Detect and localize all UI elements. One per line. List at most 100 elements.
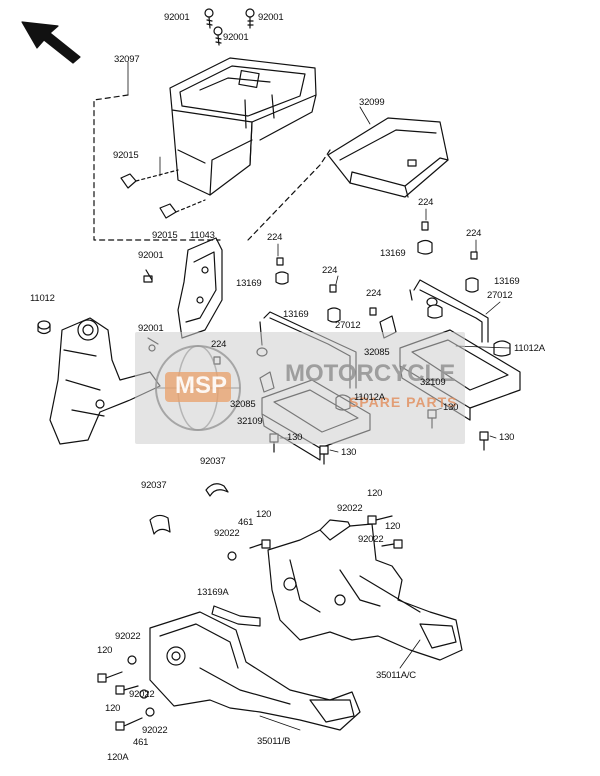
grommet-11012A-b	[493, 340, 511, 357]
watermark-brand-line2: SPARE PARTS	[349, 394, 458, 410]
top-bolt-right	[245, 8, 255, 29]
part-label: 461	[238, 517, 254, 528]
part-label: 13169	[380, 248, 406, 259]
part-label: 13169	[236, 278, 262, 289]
grommet-11012-c	[427, 304, 443, 319]
part-label: 92022	[337, 503, 363, 514]
part-label: 11043	[190, 230, 215, 241]
side-bracket	[177, 237, 223, 339]
part-label: 461	[133, 737, 149, 748]
part-label: 92022	[129, 689, 155, 700]
clip-upper	[120, 169, 179, 189]
washer-461-b	[145, 707, 155, 717]
grommet-224-e	[369, 307, 377, 316]
part-label: 224	[211, 339, 227, 350]
leader-lines	[159, 106, 511, 731]
step-bracket-left	[149, 611, 361, 731]
part-label: 92022	[358, 534, 384, 545]
part-label: 92022	[214, 528, 240, 539]
top-bolt-center	[213, 26, 223, 46]
part-label: 130	[443, 402, 459, 413]
part-label: 224	[418, 197, 434, 208]
nut-92022-a	[127, 655, 137, 665]
part-label: 27012	[487, 290, 513, 301]
grommet-11012	[37, 320, 51, 335]
battery-cover	[327, 117, 449, 198]
part-label: 120	[367, 488, 383, 499]
part-label: 120A	[107, 752, 129, 763]
plate-13169A	[211, 605, 261, 627]
bolt-120-a	[367, 515, 393, 525]
part-label: 13169A	[197, 587, 229, 598]
grommet-224-b	[421, 221, 429, 231]
watermark-logo-text: MSP	[175, 372, 228, 399]
part-label: 32099	[359, 97, 385, 108]
clip-92037-a	[205, 483, 229, 497]
part-label: 92022	[142, 725, 168, 736]
bolt-120-e	[115, 685, 139, 695]
bolt-120-c	[381, 539, 403, 549]
part-label: 92037	[200, 456, 226, 467]
part-label: 224	[466, 228, 482, 239]
wire-holder-right	[409, 279, 489, 343]
battery-case	[169, 57, 317, 196]
part-label: 11012A	[514, 343, 545, 354]
bolt-120A	[115, 717, 143, 731]
bolt-92001-a	[143, 269, 153, 283]
bolt-120-d	[97, 671, 123, 683]
part-label: 35011/B	[257, 736, 291, 747]
part-label: 11012A	[354, 392, 385, 403]
collar-13169-c	[465, 277, 479, 293]
arrow-up-left-icon	[21, 21, 81, 64]
collar-13169-b	[417, 239, 433, 255]
assembly-outline	[93, 94, 331, 241]
part-label: 92015	[113, 150, 139, 161]
bolt-130-d	[479, 431, 489, 451]
part-label: 27012	[335, 320, 361, 331]
part-label: 224	[322, 265, 338, 276]
part-label: 130	[287, 432, 303, 443]
grommet-224-c	[470, 251, 478, 260]
top-bolt-left	[204, 8, 214, 29]
part-label: 92015	[152, 230, 178, 241]
part-label: 92022	[115, 631, 141, 642]
watermark-panel: MSP MOTORCYCLE SPARE PARTS	[135, 332, 465, 444]
step-bracket-right	[267, 519, 463, 661]
part-label: 120	[256, 509, 272, 520]
grommet-224-d	[329, 284, 337, 293]
part-label: 120	[97, 645, 113, 656]
bolt-120-b	[249, 539, 271, 549]
part-label: 92001	[138, 250, 164, 261]
part-label: 92001	[223, 32, 249, 43]
part-label: 92001	[164, 12, 190, 23]
part-label: 130	[499, 432, 515, 443]
part-label: 32085	[230, 399, 256, 410]
part-label: 92001	[138, 323, 164, 334]
clip-lower	[159, 199, 206, 219]
grommet-224-a	[276, 257, 284, 266]
part-label: 13169	[283, 309, 309, 320]
part-label: 92037	[141, 480, 167, 491]
part-label: 130	[341, 447, 357, 458]
watermark-brand-line1: MOTORCYCLE	[285, 360, 456, 387]
part-label: 120	[105, 703, 121, 714]
part-label: 13169	[494, 276, 520, 287]
part-label: 224	[366, 288, 382, 299]
part-label: 35011A/C	[376, 670, 416, 681]
watermark-globe-icon	[155, 345, 241, 431]
part-label: 92001	[258, 12, 284, 23]
washer-461-a	[227, 551, 237, 561]
collar-13169-d	[327, 307, 341, 323]
part-label: 32109	[237, 416, 263, 427]
part-label: 32109	[420, 377, 446, 388]
clip-92037-b	[149, 514, 171, 535]
part-label: 224	[267, 232, 283, 243]
part-label: 120	[385, 521, 401, 532]
part-label: 32097	[114, 54, 140, 65]
part-label: 32085	[364, 347, 390, 358]
collar-13169-a	[275, 271, 289, 285]
nut-92022-b	[139, 689, 149, 699]
bolt-130-c	[319, 445, 329, 465]
part-label: 11012	[30, 293, 55, 304]
